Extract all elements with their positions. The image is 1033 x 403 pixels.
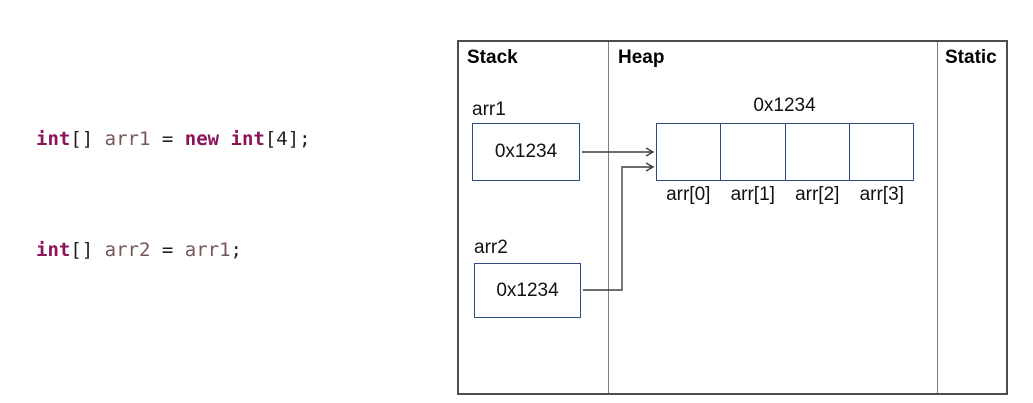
code-line-1: int[] arr1 = new int[4]; [36,121,311,158]
array-cell-1 [720,124,784,180]
code-token: [] [70,128,105,150]
heap-array-object [656,123,914,181]
array-cell-2 [784,124,849,180]
heap-array-address-label: 0x1234 [753,95,816,116]
memory-diagram: Stack Heap Static arr1 0x1234 arr2 0x123… [457,40,1008,395]
array-cell-0 [657,124,720,180]
code-token: = [150,128,185,150]
array-cell-label-1: arr[1] [730,184,775,205]
code-token: ; [230,239,242,261]
static-column-header: Static [945,47,997,68]
heap-static-divider [937,42,938,393]
arr2-reference-value: 0x1234 [496,279,559,301]
array-cell-3 [848,124,913,180]
code-token [219,128,230,150]
code-token-variable: arr1 [184,239,231,261]
arr2-pointer-arrow-line [583,166,653,291]
array-cell-label-2: arr[2] [795,184,840,205]
array-cell-label-3: arr[3] [859,184,904,205]
code-token: [4]; [264,128,311,150]
stack-column-header: Stack [467,47,518,68]
arr1-variable-label: arr1 [472,99,506,120]
array-cell-label-0: arr[0] [666,184,711,205]
stack-heap-divider [608,42,609,393]
code-token-keyword: int [36,239,71,261]
arr1-reference-value: 0x1234 [494,141,558,162]
code-token-variable: arr1 [104,128,151,150]
code-token-variable: arr2 [104,239,151,261]
code-line-2: int[] arr2 = arr1; [36,232,311,269]
code-token-keyword: int [230,128,265,150]
arr2-pointer-arrowhead-icon [645,162,655,172]
arr2-variable-label: arr2 [474,237,508,258]
code-token-keyword: int [36,128,71,150]
code-token: = [150,239,185,261]
arr1-reference-box: 0x1234 [472,123,580,181]
code-token: [] [70,239,105,261]
code-token-keyword: new [184,128,220,150]
heap-column-header: Heap [618,47,665,68]
arr1-pointer-arrowhead-icon [645,147,655,157]
code-snippet: int[] arr1 = new int[4]; int[] arr2 = ar… [36,47,311,343]
arr2-reference-box: 0x1234 [474,263,581,318]
array-cell-labels: arr[0] arr[1] arr[2] arr[3] [656,184,914,206]
